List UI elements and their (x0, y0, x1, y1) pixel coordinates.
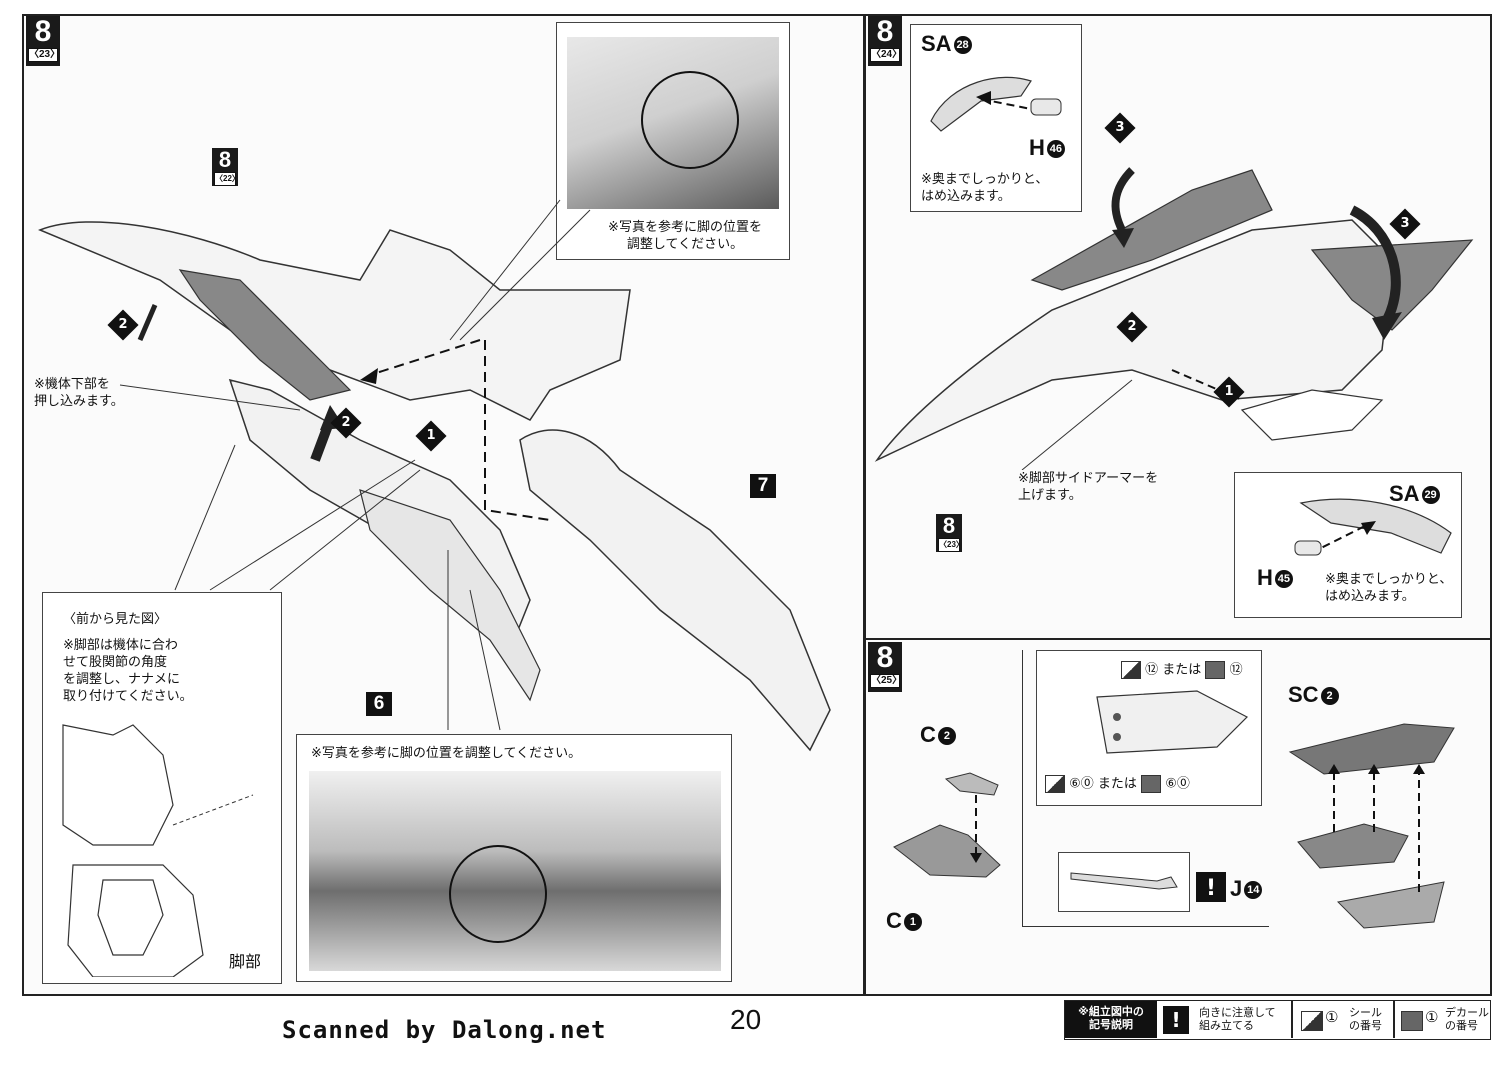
step-arrow-3-top: 3 (1104, 112, 1136, 144)
legend-attention-icon: ! (1163, 1006, 1189, 1034)
front-view-drawing (62, 724, 254, 977)
sticker-icon (1121, 661, 1141, 679)
step-arrow-2-right: 2 (1116, 311, 1148, 343)
legend-decal-icon (1401, 1011, 1423, 1031)
leader-6 (469, 589, 501, 731)
front-view-note: ※脚部は機体に合わ せて股関節の角度 を調整し、ナナメに 取り付けてください。 (63, 638, 193, 704)
bottom-photo-inset: ※写真を参考に脚の位置を調整してください。 (296, 734, 732, 982)
wing-dark-top (1030, 169, 1273, 291)
sticker-icon (1045, 775, 1065, 793)
assembly-illustration-left (38, 199, 831, 752)
front-view-inset: 〈前から見た図〉 ※脚部は機体に合わ せて股関節の角度 を調整し、ナナメに 取り… (42, 592, 282, 984)
legend-title: ※組立図中の 記号説明 (1065, 1001, 1157, 1038)
sticker-60: ⑥⓪ または ⑥⓪ (1045, 775, 1190, 793)
leg-part-7 (519, 429, 831, 752)
attention-icon: ! (1196, 872, 1226, 902)
rotate-arrow-left (1111, 167, 1135, 232)
aircraft-leg-dark (178, 269, 352, 401)
sa29-drawing (1294, 498, 1452, 556)
legend-decal-text: デカール の番号 (1445, 1006, 1489, 1032)
top-photo-note: ※写真を参考に脚の位置を 調整してください。 (608, 220, 762, 252)
sticker-inset: ⑫ または ⑫ ⑥⓪ または ⑥⓪ (1036, 650, 1262, 806)
leader-2 (174, 444, 236, 591)
step-badge-right-top: 8 〈24〉 (868, 16, 902, 66)
part-number-7: 7 (750, 474, 776, 498)
arm-note: ※脚部サイドアーマーを 上げます。 (1018, 471, 1159, 503)
sticker-bracket (1022, 650, 1269, 927)
scanned-credit: Scanned by Dalong.net (282, 1016, 607, 1044)
legend-attention-text: 向きに注意して 組み立てる (1199, 1006, 1276, 1032)
legend-divider-2 (1393, 1001, 1395, 1038)
step-badge-right-inner: 8 〈23〉 (936, 514, 964, 552)
leader-7 (449, 199, 561, 341)
lift-arrow (137, 304, 158, 341)
sticker-12: ⑫ または ⑫ (1121, 661, 1243, 679)
rotate-arrow-right (1349, 205, 1401, 323)
decal-icon (1205, 661, 1226, 679)
sc-parts-drawing (1288, 723, 1455, 929)
tool-drawing (1070, 872, 1178, 890)
highlight-circle (641, 71, 739, 169)
leader-8 (459, 209, 591, 341)
page-number: 20 (730, 1004, 762, 1035)
sa28-drawing (930, 76, 1062, 132)
legend-divider (1291, 1001, 1293, 1038)
arrowhead (360, 368, 378, 384)
legend-sticker-icon (1301, 1011, 1323, 1031)
part-number-6: 6 (366, 692, 392, 716)
step-arrow-1: 1 (415, 420, 447, 452)
sa28-note: ※奥までしっかりと、 はめ込みます。 (921, 172, 1049, 204)
push-note: ※機体下部を 押し込みます。 (34, 377, 124, 409)
step-badge-inner: 8 〈22〉 (212, 148, 240, 186)
arrow-dashed-2 (369, 339, 481, 376)
assembly-illustration-right-top (874, 167, 1474, 470)
arrow-dashed-1 (484, 340, 551, 521)
legend-decal-num: ① (1425, 1008, 1439, 1026)
c-parts-drawing (893, 772, 1001, 878)
leader-4 (269, 469, 421, 591)
step-arrow-2-top: 2 (107, 309, 139, 341)
symbol-legend: ※組立図中の 記号説明 ! 向きに注意して 組み立てる ① シール の番号 ① … (1064, 1000, 1491, 1040)
highlight-circle-bottom (449, 845, 547, 943)
top-photo-inset: ※写真を参考に脚の位置を 調整してください。 (556, 22, 790, 260)
side-armor (1240, 389, 1384, 441)
decal-icon (1141, 775, 1162, 793)
legend-sticker-text: シール の番号 (1349, 1006, 1382, 1032)
leader-3 (209, 459, 416, 591)
step-badge-left: 8 〈23〉 (26, 16, 60, 66)
step-arrow-3-right: 3 (1389, 208, 1421, 240)
step-arrow-1-right: 1 (1213, 376, 1245, 408)
leader-right (1021, 379, 1133, 470)
leader-1 (119, 384, 301, 411)
tool-inset (1058, 852, 1190, 912)
leg-label: 脚部 (229, 952, 262, 971)
bottom-photo-note: ※写真を参考に脚の位置を調整してください。 (311, 746, 582, 761)
legend-sticker-num: ① (1325, 1008, 1339, 1026)
step-badge-right-bottom: 8 〈25〉 (868, 642, 902, 692)
leg-part-6-lower (359, 489, 541, 702)
sa29-note: ※奥までしっかりと、 はめ込みます。 (1325, 572, 1453, 604)
front-view-title: 〈前から見た図〉 (63, 612, 168, 627)
step-arrow-2-mid: 2 (330, 407, 362, 439)
sticker-part-drawing (1096, 690, 1249, 754)
